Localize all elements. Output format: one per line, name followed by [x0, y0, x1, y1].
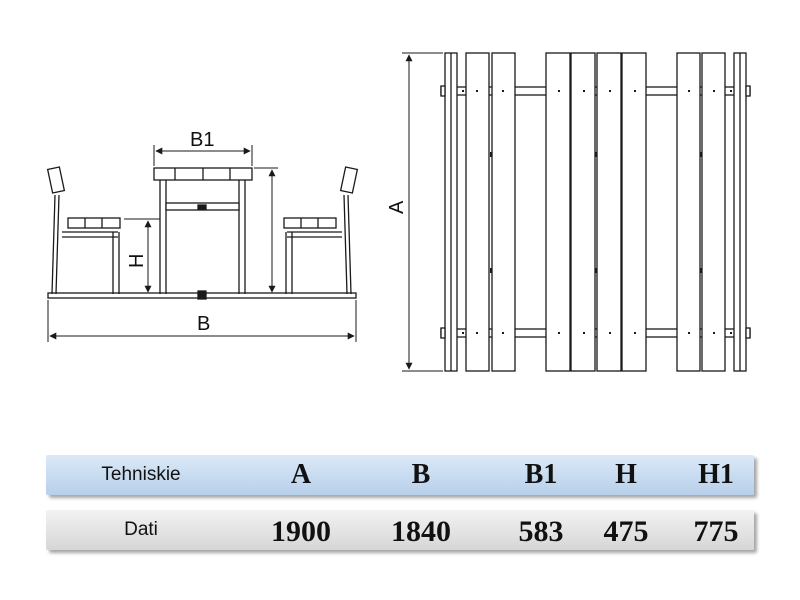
left-seat-plank	[465, 52, 490, 372]
right-backrest-board	[339, 166, 359, 194]
a-dimension	[402, 52, 443, 372]
value-b1: 583	[518, 515, 564, 548]
table-plank	[545, 52, 571, 372]
b1-label: B1	[190, 129, 214, 151]
top-view	[440, 52, 751, 372]
h-label: H	[126, 254, 148, 268]
left-seat-boards	[67, 217, 121, 229]
value-h1: 775	[693, 515, 739, 548]
column-b-header: B	[411, 459, 431, 490]
right-seat-plank	[701, 52, 726, 372]
table-side	[153, 167, 253, 294]
right-bench-side	[283, 166, 359, 295]
column-b1-header: B1	[524, 459, 558, 490]
value-b: 1840	[391, 515, 451, 548]
spec-values-label: Dati	[124, 519, 158, 540]
table-plank	[621, 52, 647, 372]
screw-marks	[462, 90, 732, 334]
table-plank	[570, 52, 596, 372]
b-label: B	[197, 313, 210, 335]
left-backrest-board	[46, 166, 66, 194]
side-view	[46, 166, 359, 300]
spec-header-label: Tehniskie	[101, 464, 181, 485]
a-label: A	[386, 200, 408, 214]
column-h-header: H	[615, 459, 637, 490]
left-bench-side	[46, 166, 121, 295]
column-a-header: A	[290, 459, 312, 490]
left-back-leg	[51, 194, 56, 295]
table-plank	[596, 52, 622, 372]
spec-values-row: Dati 1900 1840 583 475 775	[46, 510, 754, 550]
right-seat-plank	[676, 52, 701, 372]
column-h1-header: H1	[698, 459, 734, 490]
side-dimensions	[47, 145, 357, 342]
spec-header-row: Tehniskie A B B1 H H1	[46, 455, 754, 495]
center-clamp	[197, 290, 207, 300]
value-a: 1900	[271, 515, 331, 548]
value-h: 475	[603, 515, 649, 548]
right-seat-boards	[283, 217, 337, 229]
right-back-leg	[347, 194, 352, 295]
left-seat-plank	[491, 52, 516, 372]
